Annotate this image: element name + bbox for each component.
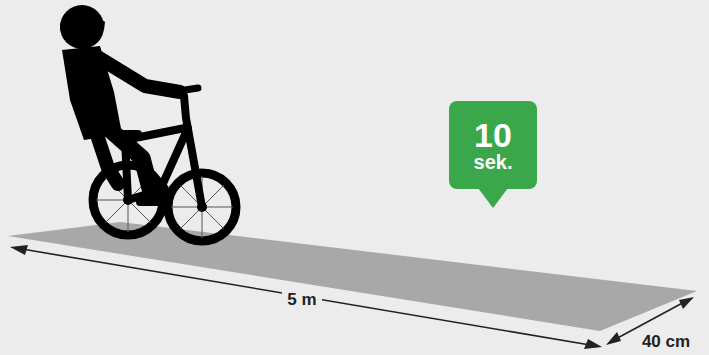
time-unit: sek. [474, 152, 513, 173]
length-dimension-label: 5 m [282, 290, 321, 310]
width-dimension-label: 40 cm [637, 332, 695, 352]
child-bike-silhouette [60, 5, 236, 241]
callout-pointer [478, 188, 508, 208]
time-value: 10 [474, 118, 512, 152]
track-strip [8, 222, 697, 331]
length-dimension [10, 245, 602, 349]
timer-callout: 10sek. [449, 101, 537, 189]
